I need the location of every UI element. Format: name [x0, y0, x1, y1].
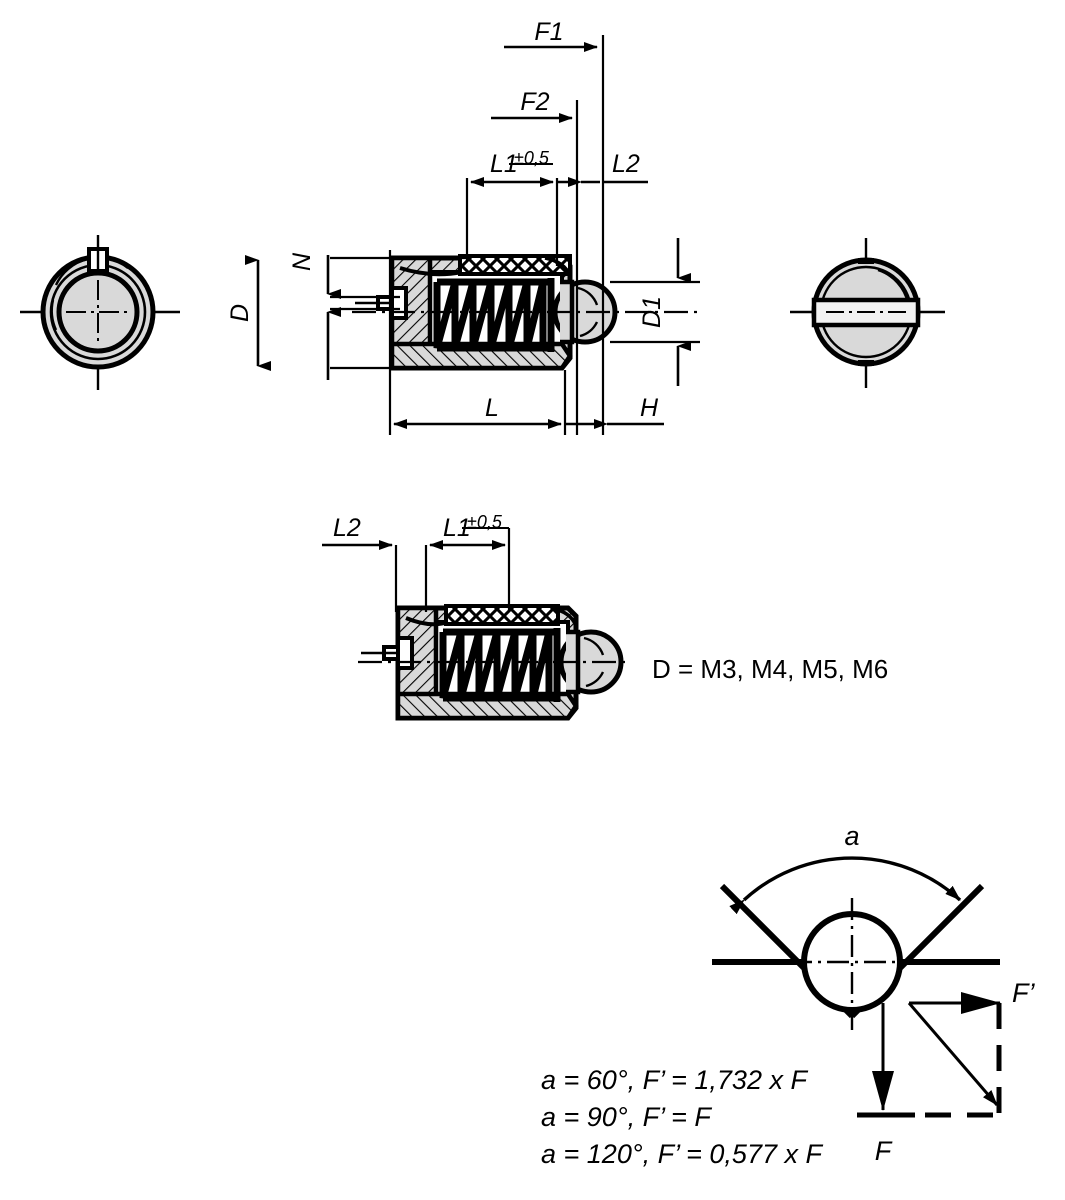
threaded-end-view — [20, 235, 180, 390]
dimension-H-label: H — [640, 394, 659, 422]
thread-size-note: D = M3, M4, M5, M6 — [652, 654, 888, 684]
slotted-ball-end-view — [790, 238, 945, 388]
angle-label-alpha: a — [844, 821, 859, 851]
external-thread-profile — [458, 254, 572, 276]
thread-runout-right — [544, 256, 572, 277]
dimension-F2: F2 — [491, 88, 573, 123]
slot-nub-top — [858, 258, 874, 264]
ball-highlight-arc-4 — [585, 671, 605, 688]
coil-spring — [433, 278, 555, 352]
dimension-D1: D1 — [638, 238, 691, 386]
ball-highlight-arc — [577, 286, 599, 306]
dimension-extension-lines-2 — [394, 528, 511, 612]
main-cross-section-view — [352, 254, 700, 371]
retracted-cross-section-view — [358, 604, 630, 721]
dimension-L-label: L — [485, 394, 499, 422]
thread-runout-arc-2 — [50, 299, 58, 331]
drive-slot-pocket — [390, 286, 408, 320]
slot-nub-bottom — [858, 360, 874, 366]
thread-chamfer-arc — [399, 266, 463, 277]
thread-chamfer-arc-2 — [405, 616, 449, 627]
force-Fprime-label: F’ — [1012, 978, 1035, 1008]
formula-line-2: a = 120°, F’ = 0,577 x F — [541, 1139, 823, 1169]
dimension-D: D — [226, 255, 271, 371]
resultant-force-arrow — [907, 1002, 999, 1106]
dimension-N-label: N — [288, 252, 316, 271]
coil-spring-2 — [439, 628, 561, 702]
dimension-D-label: D — [226, 304, 254, 322]
dimension-F1-label: F1 — [534, 18, 563, 46]
dimension-L2-label-2: L2 — [333, 514, 361, 542]
dimension-row-L2-L1-second: L2 L1 ±0,5 — [322, 512, 509, 550]
drive-slot-pocket-2 — [396, 636, 414, 670]
formula-line-0: a = 60°, F’ = 1,732 x F — [541, 1065, 808, 1095]
formula-block: a = 60°, F’ = 1,732 x F a = 90°, F’ = F … — [541, 1065, 823, 1169]
ball-highlight-arc-3 — [583, 636, 605, 656]
dimension-F1: F1 — [504, 18, 598, 52]
angle-arc — [729, 856, 962, 915]
formula-line-1: a = 90°, F’ = F — [541, 1102, 712, 1132]
dimension-row-L-H: L H — [393, 394, 664, 429]
dimension-N: N — [288, 252, 341, 380]
thread-runout-right-2 — [550, 606, 578, 627]
v-groove-force-diagram: a F’ F — [712, 821, 1035, 1166]
external-thread-profile-2 — [444, 604, 560, 626]
force-F-label: F — [875, 1136, 893, 1166]
ball-highlight-arc-2 — [579, 321, 599, 338]
dimension-D1-label: D1 — [638, 296, 666, 328]
dimension-F2-label: F2 — [520, 88, 549, 116]
dimension-L2-label: L2 — [612, 150, 640, 178]
dimension-row-L1-L2: L1 ±0,5 L2 — [470, 148, 648, 187]
